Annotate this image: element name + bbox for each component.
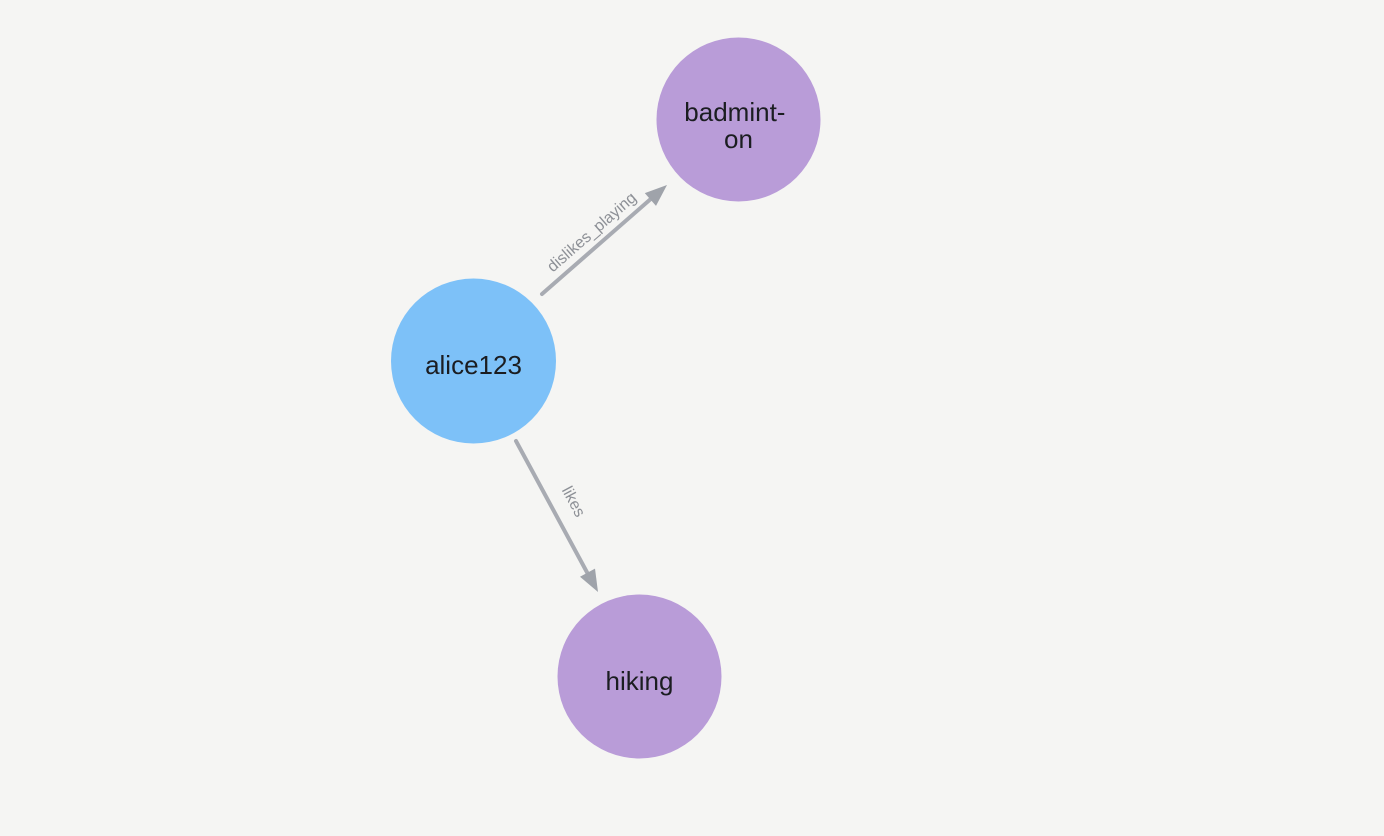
node-badminton[interactable]: badmint- on — [656, 37, 821, 202]
node-circle[interactable] — [557, 594, 722, 759]
node-alice123[interactable]: alice123 — [391, 278, 556, 444]
edge-line[interactable] — [540, 195, 655, 296]
edge-line[interactable] — [514, 439, 591, 578]
edge-label[interactable]: likes — [558, 484, 588, 520]
node-circle[interactable] — [656, 37, 821, 202]
node-hiking[interactable]: hiking — [557, 594, 722, 759]
edge-label[interactable]: dislikes_playing — [544, 189, 640, 275]
node-label: badmint- on — [684, 97, 792, 154]
node-circle[interactable] — [391, 278, 556, 444]
arrowhead-icon — [644, 185, 667, 206]
node-label: alice123 — [425, 350, 522, 380]
node-label-line: badmint- — [684, 97, 785, 127]
node-label: hiking — [606, 666, 674, 696]
edge-likes[interactable]: likes — [514, 439, 598, 592]
arrowhead-icon — [580, 568, 598, 592]
node-label-line: on — [724, 124, 753, 154]
edge-dislikes-playing[interactable]: dislikes_playing — [540, 185, 667, 296]
